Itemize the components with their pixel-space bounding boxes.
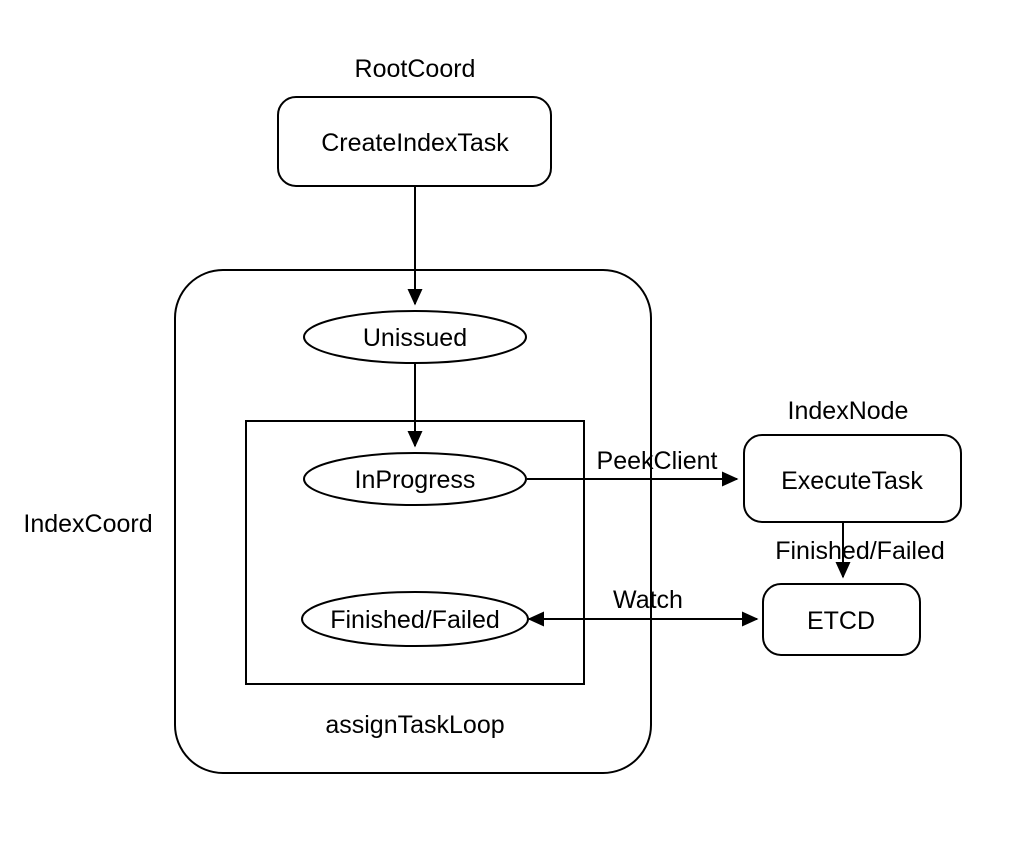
edge-label-peek-client: PeekClient <box>597 447 718 475</box>
group-label-root-coord: RootCoord <box>355 55 476 83</box>
node-etcd[interactable] <box>762 583 921 656</box>
node-label-create-index-task: CreateIndexTask <box>321 129 509 157</box>
node-in-progress[interactable] <box>303 452 527 506</box>
edge-label-finished-failed: Finished/Failed <box>775 537 945 565</box>
node-finished-failed[interactable] <box>301 591 529 647</box>
node-label-in-progress: InProgress <box>355 466 476 494</box>
group-label-index-node: IndexNode <box>788 397 909 425</box>
node-label-unissued: Unissued <box>363 324 467 352</box>
node-label-finished-failed: Finished/Failed <box>330 606 500 634</box>
node-execute-task[interactable] <box>743 434 962 523</box>
node-create-index-task[interactable] <box>277 96 552 187</box>
group-label-index-coord: IndexCoord <box>23 510 152 538</box>
node-label-execute-task: ExecuteTask <box>781 467 923 495</box>
node-unissued[interactable] <box>303 310 527 364</box>
node-label-etcd: ETCD <box>807 607 875 635</box>
edge-label-watch: Watch <box>613 586 683 614</box>
group-label-assign-task-loop: assignTaskLoop <box>325 711 504 739</box>
